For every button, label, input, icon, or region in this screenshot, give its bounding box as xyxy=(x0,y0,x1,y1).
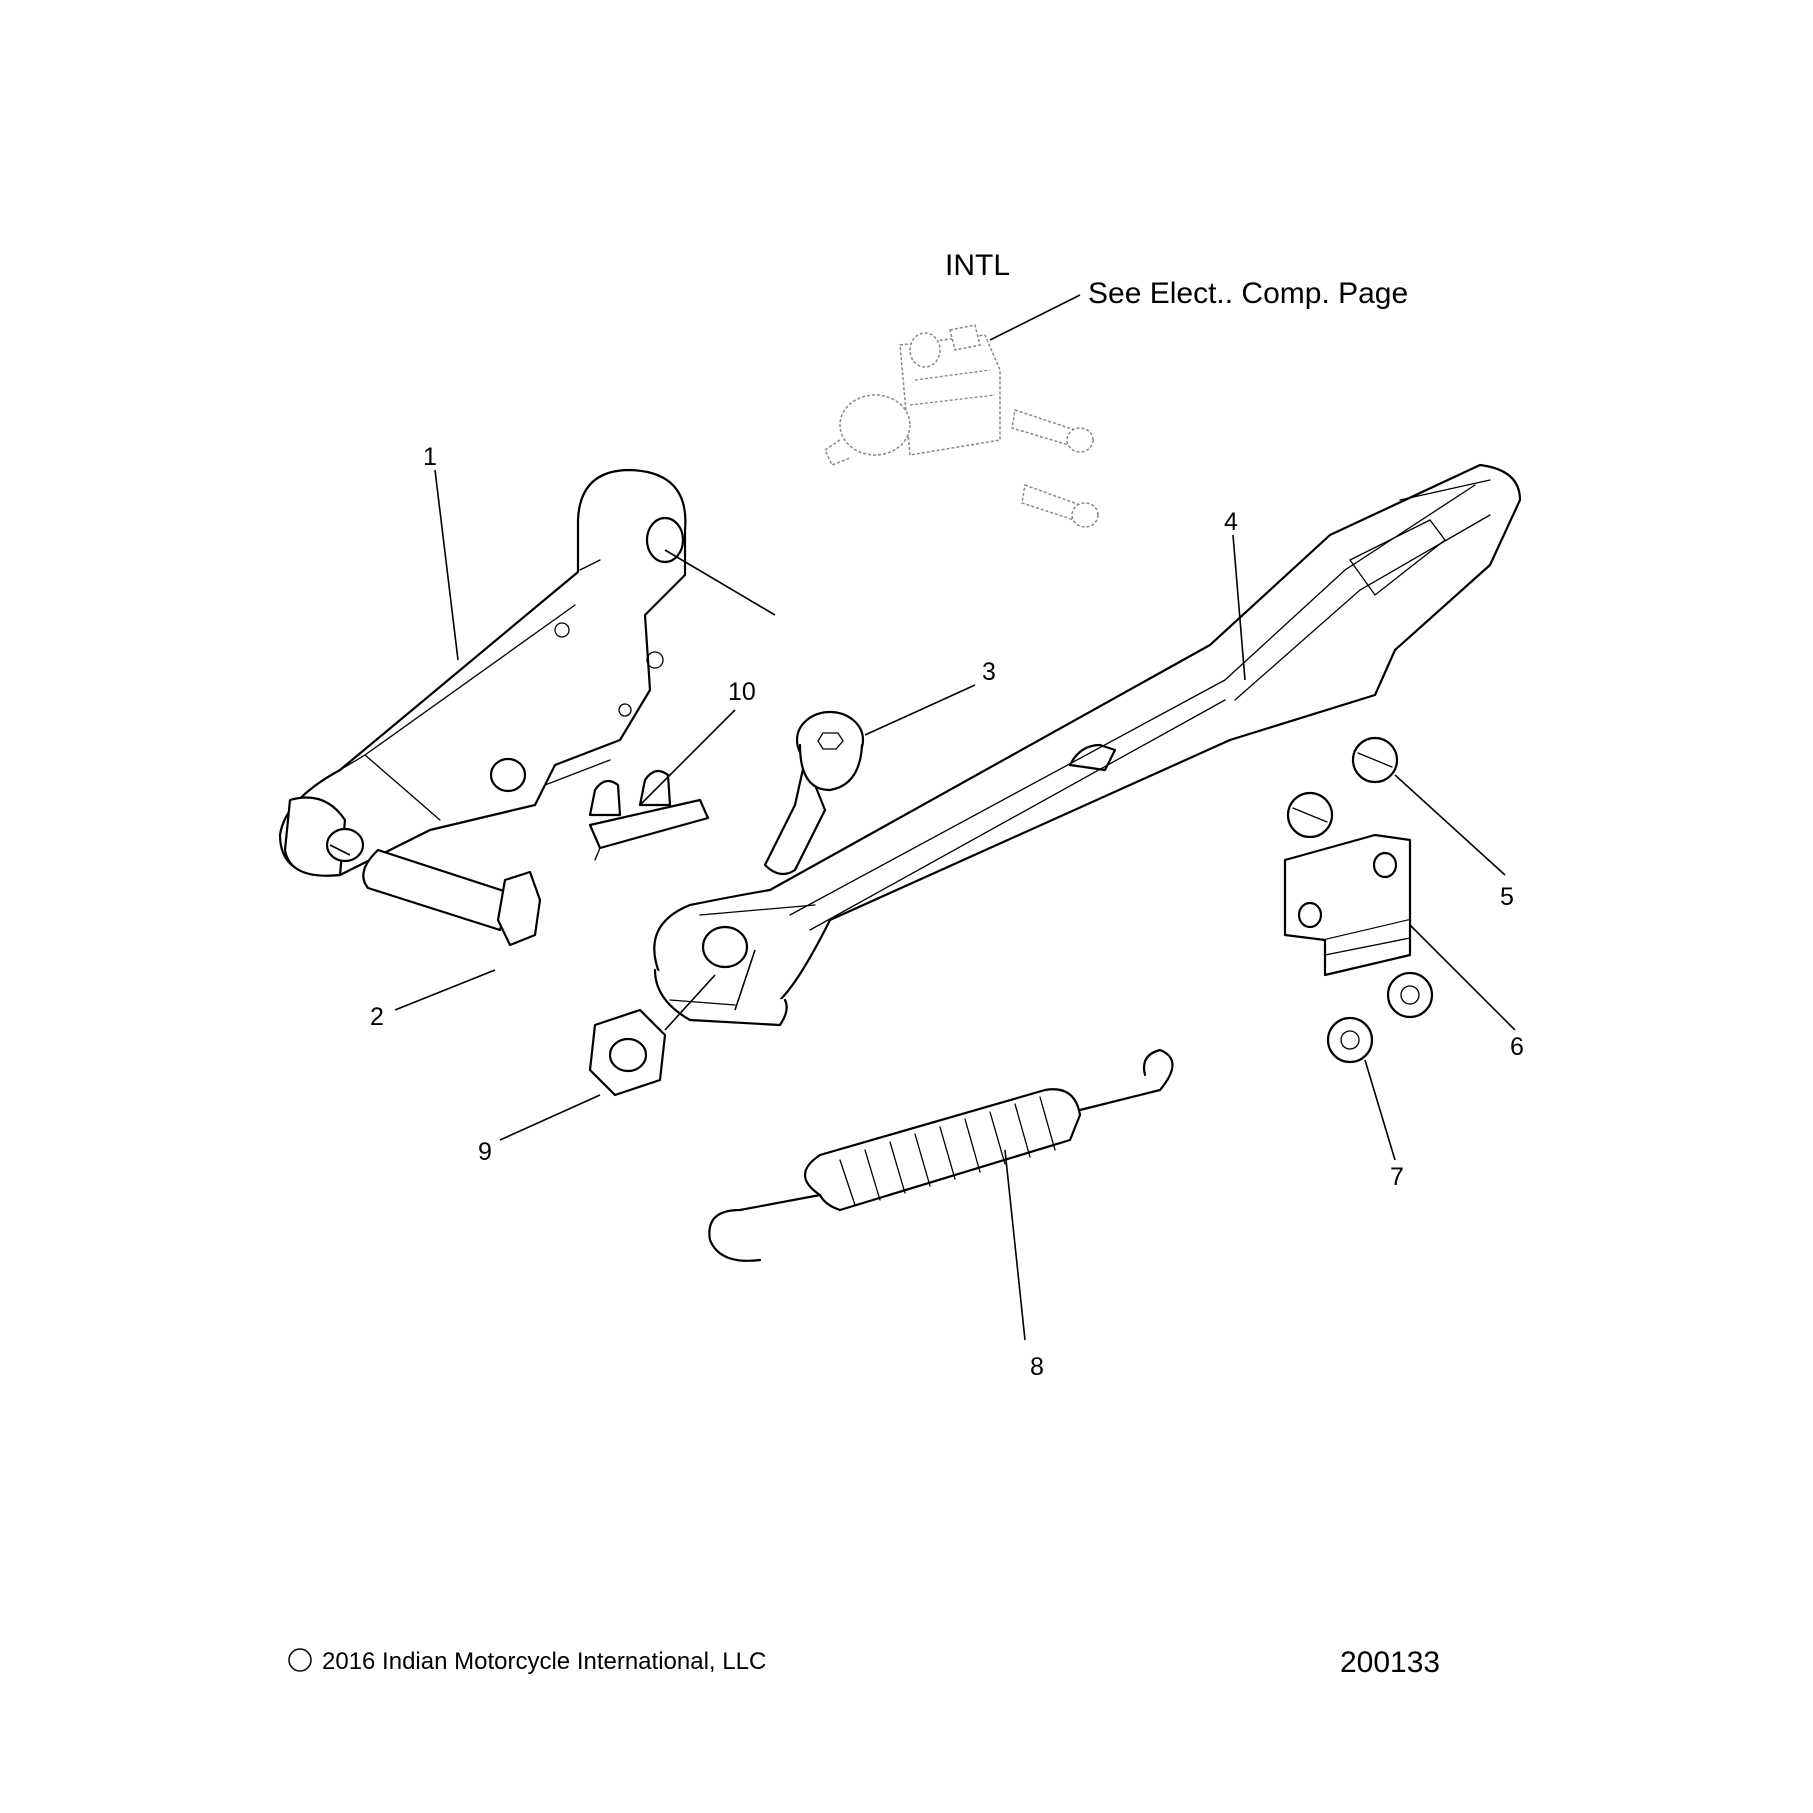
leader-3 xyxy=(864,684,976,736)
leader-5 xyxy=(1394,774,1506,876)
hex-nut xyxy=(588,1008,667,1097)
leader-6 xyxy=(1409,924,1516,1031)
kickstand-mounting-bracket xyxy=(278,468,687,877)
leader-intl xyxy=(989,294,1081,341)
copyright-circle xyxy=(288,1648,312,1672)
leader-1 xyxy=(434,469,459,661)
leader-9b xyxy=(664,974,716,1031)
leader-2 xyxy=(394,969,496,1011)
see-elect-comp-note: See Elect.. Comp. Page xyxy=(1088,277,1408,310)
leader-7 xyxy=(1364,1059,1396,1161)
leader-1b xyxy=(664,549,776,616)
return-spring xyxy=(708,1048,1174,1262)
leader-4 xyxy=(1232,534,1246,681)
callout-2: 2 xyxy=(370,1003,384,1031)
leader-lines xyxy=(329,294,1516,1341)
rubber-bumper-stops xyxy=(588,769,710,861)
foot-pad xyxy=(1283,833,1412,977)
leader-3b xyxy=(734,949,756,1011)
switch-screws xyxy=(1011,409,1099,528)
diagram-number: 200133 xyxy=(1340,1646,1440,1679)
copyright-line: © 2016 Indian Motorcycle International, … xyxy=(288,1648,766,1675)
leader-10 xyxy=(639,709,736,806)
callout-8: 8 xyxy=(1030,1353,1044,1381)
copyright-text: 2016 Indian Motorcycle International, LL… xyxy=(322,1648,766,1675)
kickstand-leg xyxy=(653,463,1522,1027)
plugs xyxy=(1286,736,1399,839)
intl-label: INTL xyxy=(945,249,1010,282)
callout-numbers: 1 2 3 4 5 6 7 8 9 10 xyxy=(370,443,1524,1381)
callout-3: 3 xyxy=(982,658,996,686)
leader-bolt xyxy=(329,844,351,856)
callout-9: 9 xyxy=(478,1138,492,1166)
leader-8 xyxy=(1004,1149,1026,1341)
callout-1: 1 xyxy=(423,443,437,471)
callout-10: 10 xyxy=(728,678,756,706)
callout-7: 7 xyxy=(1390,1163,1404,1191)
callout-6: 6 xyxy=(1510,1033,1524,1061)
leader-9 xyxy=(499,1094,601,1141)
callout-5: 5 xyxy=(1500,883,1514,911)
washers xyxy=(1326,971,1434,1064)
shoulder-bolt xyxy=(763,710,865,876)
pivot-bolt xyxy=(362,848,542,947)
kickstand-switch-assembly xyxy=(824,324,1001,466)
callout-4: 4 xyxy=(1224,508,1238,536)
